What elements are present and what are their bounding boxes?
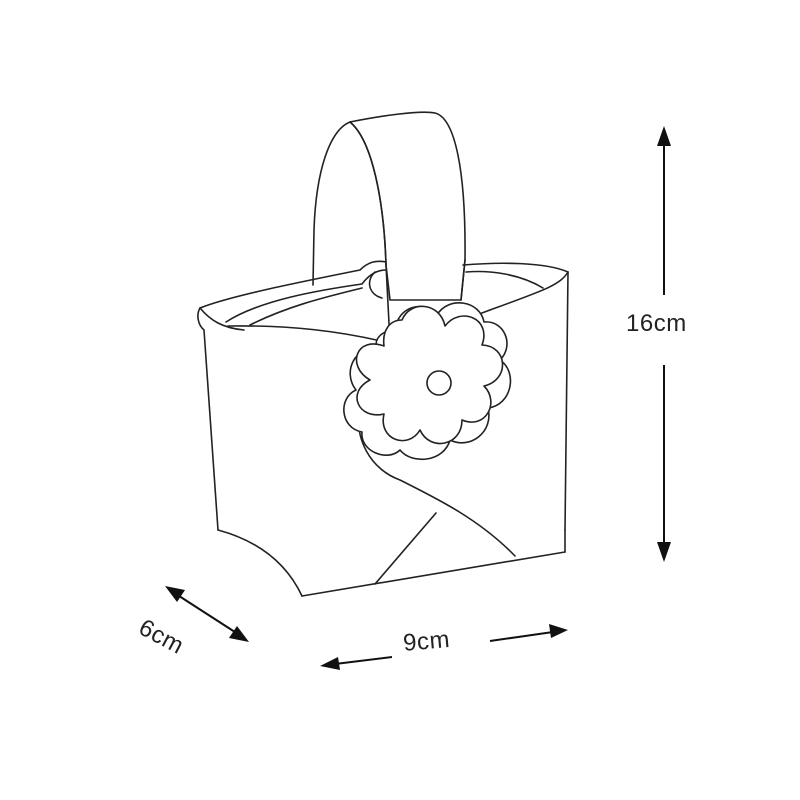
- basket-rim-back: [199, 260, 569, 326]
- width-dimension-arrow: [320, 624, 568, 670]
- depth-dimension-arrow: [165, 586, 249, 642]
- width-label: 9cm: [402, 625, 452, 657]
- flower-center: [426, 370, 452, 396]
- height-label: 16cm: [626, 310, 687, 337]
- flower-decoration: [343, 302, 512, 461]
- basket-body: [197, 259, 569, 597]
- height-dimension-arrow: [657, 126, 671, 562]
- basket-handle: [312, 111, 466, 301]
